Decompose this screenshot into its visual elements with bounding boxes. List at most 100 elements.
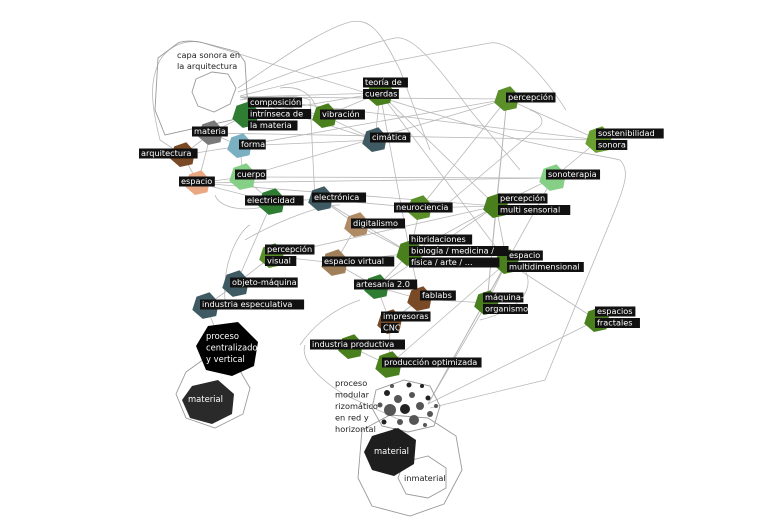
label-background — [506, 92, 556, 103]
node-label: percepción — [500, 193, 545, 203]
group-outlines — [154, 40, 463, 517]
label-background — [409, 234, 473, 245]
rhizome-dot — [409, 392, 415, 398]
node-label: multidimensional — [509, 262, 580, 272]
node-label: multi sensorial — [500, 205, 560, 215]
node-label: espacio — [181, 176, 212, 186]
node-label: intrínseca de — [250, 109, 303, 119]
rhizome-dot — [434, 404, 438, 408]
edge-teoria-percepcion_multi — [379, 92, 497, 207]
node-label: cuerdas — [365, 89, 397, 99]
label-background — [546, 169, 601, 180]
edge-loop-7 — [439, 109, 543, 211]
label-background — [507, 250, 543, 261]
rhizome-dot — [394, 395, 402, 403]
node-label: vibración — [322, 109, 360, 119]
label-background — [409, 246, 509, 256]
centralized-process-label: centralizado — [206, 343, 258, 353]
edge-loop-4 — [152, 59, 176, 151]
label-background — [381, 311, 431, 322]
capa-sonora-outline — [154, 40, 249, 136]
label-background — [265, 244, 315, 255]
rhizome-dot — [409, 415, 419, 425]
node-label: organismo — [485, 304, 528, 314]
centralized-process-node — [196, 322, 258, 376]
label-background — [354, 279, 418, 290]
rhizomatic-process-label: rizomático — [335, 401, 378, 411]
label-background — [595, 306, 636, 317]
node-label: electricidad — [247, 195, 295, 205]
node-label: hibridaciones — [411, 234, 466, 244]
label-background — [483, 304, 528, 314]
centralized-process-label: proceso — [206, 331, 239, 341]
left-material-node — [182, 380, 234, 424]
label-background — [394, 202, 453, 213]
label-background — [248, 97, 303, 108]
edge-teoria-espacio_multi — [379, 92, 508, 263]
label-background — [235, 169, 267, 180]
label-background — [381, 323, 399, 333]
node-label: arquitectura — [141, 148, 191, 158]
rhizome-dot — [416, 402, 424, 410]
node-label: espacios — [597, 306, 633, 316]
node-label: cimática — [372, 132, 407, 142]
edge-electricidad-objeto_maquina — [235, 201, 273, 285]
inmaterial-outline — [397, 455, 447, 499]
edge-percepcion_multi-hibridaciones — [409, 205, 497, 254]
label-background — [498, 193, 548, 204]
rhizomatic-process-label: en red y — [335, 413, 369, 423]
rhizome-dot — [397, 419, 403, 425]
label-background — [507, 262, 584, 272]
labels: arquitecturamateriacomposiciónintrínseca… — [139, 50, 664, 483]
label-background — [409, 257, 500, 268]
rhizomatic-process-label: modular — [335, 390, 370, 400]
label-background — [498, 205, 571, 215]
capa-sonora-title: capa sonora en — [177, 50, 240, 60]
label-background — [310, 339, 405, 350]
node-label: espacio virtual — [324, 256, 384, 266]
label-background — [179, 176, 215, 187]
centralized-process-label: y vertical — [206, 354, 245, 364]
edge-loop-9 — [303, 344, 401, 421]
node-label: visual — [267, 256, 291, 266]
node-label: industria especulativa — [202, 299, 292, 309]
edge-percepcion-sostenibilidad — [506, 98, 600, 141]
label-background — [312, 192, 367, 203]
rhizome-dot — [381, 419, 387, 425]
capa-sonora-node — [191, 71, 237, 113]
rhizome-dot — [427, 411, 433, 417]
label-background — [200, 299, 305, 310]
edge-espacio_multi-produccion — [388, 261, 508, 366]
capa-sonora-title: la arquitectura — [177, 61, 237, 71]
node-label: digitalismo — [353, 218, 398, 228]
node-label: espacio — [509, 250, 540, 260]
node-label: teoría de — [365, 77, 402, 87]
label-background — [595, 318, 640, 328]
node-label: sonora — [598, 140, 626, 150]
edge-rhizome-espacios_fractales — [427, 319, 598, 405]
node-label: electrónica — [314, 192, 359, 202]
edge-loop-0 — [237, 20, 431, 151]
rhizome-dot — [400, 404, 410, 414]
label-background — [320, 109, 365, 120]
node-label: neurociencia — [396, 202, 448, 212]
label-background — [596, 140, 628, 150]
node-label: sostenibilidad — [598, 128, 655, 138]
node-label: fractales — [597, 318, 633, 328]
rhizomatic-process-label: proceso — [335, 378, 367, 388]
edge-capa-teoria — [239, 92, 381, 98]
label-background — [230, 277, 298, 288]
node-label: biología / medicina / — [411, 246, 494, 256]
rhizome-outline — [371, 379, 441, 433]
label-background — [322, 256, 395, 267]
rhizome-dot — [390, 384, 394, 388]
node-label: objeto-máquina — [232, 277, 297, 287]
label-background — [363, 77, 408, 88]
label-background — [239, 139, 266, 150]
node-label: forma — [241, 139, 265, 149]
edge-loop-10 — [299, 299, 361, 346]
label-background — [483, 292, 524, 303]
node-label: artesanía 2.0 — [356, 279, 410, 289]
node-label: percepción — [267, 244, 312, 254]
